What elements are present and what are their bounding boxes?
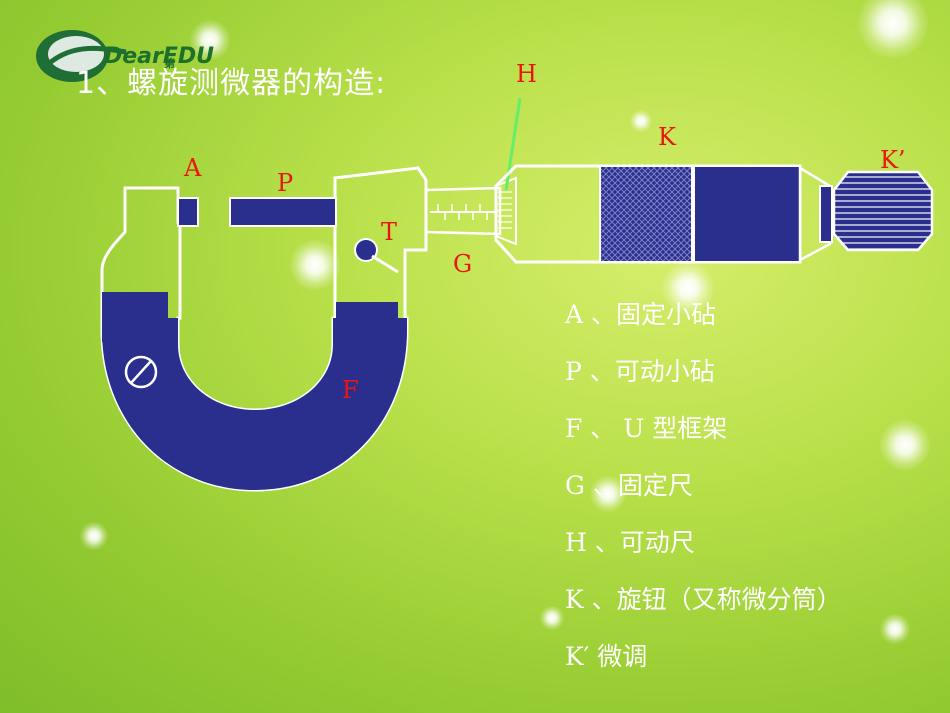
- light-spot: [290, 240, 340, 290]
- light-spot: [630, 110, 652, 132]
- label-g: G: [453, 250, 473, 278]
- parts-legend: A 、固定小砧 P 、可动小砧 F 、 U 型框架 G 、固定尺 H 、可动尺 …: [565, 300, 865, 699]
- label-h: H: [516, 60, 537, 88]
- u-frame-body: [102, 318, 407, 490]
- light-spot: [540, 606, 564, 630]
- thimble-body: [693, 165, 801, 263]
- label-f: F: [342, 376, 359, 404]
- light-spot: [880, 420, 930, 470]
- slide-title: 1、螺旋测微器的构造:: [76, 66, 387, 101]
- legend-item: A 、固定小砧: [565, 300, 717, 329]
- light-spot: [590, 476, 626, 512]
- spindle-p: [229, 197, 337, 227]
- lock-lever-t: [371, 254, 399, 274]
- anvil-a: [177, 197, 199, 227]
- label-t: T: [381, 218, 398, 246]
- legend-item: G 、固定尺: [565, 471, 693, 500]
- legend-item: F 、 U 型框架: [565, 414, 728, 443]
- label-k-prime: K’: [880, 146, 906, 174]
- light-spot: [880, 614, 910, 644]
- label-k: K: [658, 123, 676, 151]
- frame-block-left: [102, 292, 168, 342]
- label-a: A: [184, 154, 202, 182]
- light-spot: [858, 0, 928, 58]
- logo-sub: 第: [164, 57, 175, 70]
- logo-text: DearEDU: [104, 44, 215, 69]
- site-logo: DearEDU 第: [30, 22, 250, 92]
- sleeve-g: [424, 186, 502, 236]
- frame-screw: [124, 355, 158, 389]
- ratchet-neck: [798, 165, 832, 263]
- ratchet-collar: [819, 185, 833, 243]
- legend-item: H 、可动尺: [565, 528, 695, 557]
- lock-knob-t: [354, 238, 378, 262]
- label-p: P: [277, 169, 294, 197]
- legend-item: K 、旋钮（又称微分筒）: [565, 585, 842, 614]
- frame-block-right: [336, 302, 398, 354]
- light-spot: [662, 262, 714, 314]
- light-spot: [190, 20, 230, 60]
- logo-mark: [36, 30, 127, 82]
- legend-item: K′ 微调: [565, 642, 648, 671]
- pointer-h: [504, 97, 522, 191]
- thimble-knurl: [599, 165, 693, 263]
- light-spot: [80, 522, 108, 550]
- ratchet-k-prime: [832, 170, 934, 252]
- legend-item: P 、可动小砧: [565, 357, 715, 386]
- frame-screw-slot: [130, 360, 152, 384]
